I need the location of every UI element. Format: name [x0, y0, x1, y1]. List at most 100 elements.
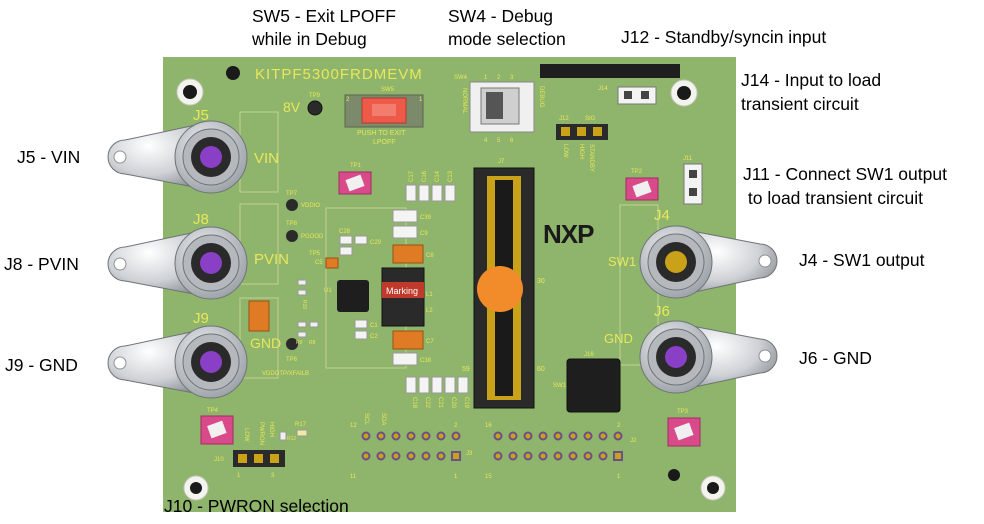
label-c17: C17	[409, 170, 415, 182]
header-j3[interactable]	[361, 431, 461, 461]
label-sw4-pin5: 5	[497, 138, 501, 144]
label-j16: J16	[584, 352, 594, 358]
annotation-sw5-line1: SW5 - Exit LPOFF	[252, 6, 396, 26]
label-c38: C38	[420, 358, 432, 364]
label-vin: VIN	[254, 150, 279, 167]
label-8v: 8V	[283, 99, 301, 115]
binding-post-j4[interactable]	[639, 225, 778, 299]
header-j12[interactable]	[556, 124, 608, 140]
testpoint-tp3[interactable]	[667, 417, 701, 447]
switch-sw5[interactable]	[344, 94, 424, 128]
label-c9: C9	[420, 231, 428, 237]
capacitor-row-bottom	[405, 376, 469, 394]
marker-dot	[477, 266, 523, 312]
label-r10: R10	[301, 300, 307, 309]
nxp-logo: NXP	[543, 219, 594, 249]
label-j2-pin1: 1	[617, 474, 621, 480]
label-c2: C2	[370, 334, 378, 340]
binding-post-j5[interactable]	[107, 120, 248, 194]
connector-strip	[540, 64, 680, 78]
label-gnd-right: GND	[604, 331, 633, 346]
label-tp3: TP3	[677, 409, 689, 415]
label-tp7: TP7	[286, 191, 298, 197]
label-j3-pin2: 2	[454, 423, 458, 429]
label-tp1: TP1	[350, 163, 362, 169]
binding-post-j8[interactable]	[107, 226, 248, 300]
capacitor-row-top	[405, 184, 456, 202]
header-j11[interactable]	[683, 163, 703, 205]
testpoint-tp8[interactable]	[286, 230, 298, 242]
label-c21: C21	[437, 397, 443, 409]
annotation-j6: J6 - GND	[799, 348, 872, 368]
label-pgood: PGOOD	[301, 234, 324, 240]
label-r9: R9	[296, 340, 303, 346]
annotation-sw5-line2: while in Debug	[252, 29, 367, 49]
testpoint-tp9[interactable]	[307, 100, 323, 116]
annotation-j11-line2: to load transient circuit	[743, 188, 923, 208]
label-sw4: SW4	[454, 75, 468, 81]
label-sig: SIG	[585, 116, 596, 122]
testpoint-tp1[interactable]	[338, 171, 372, 195]
inductor-band	[382, 282, 424, 298]
label-j10-pin1: 1	[237, 473, 241, 479]
testpoint-tp5[interactable]	[286, 338, 298, 350]
capacitor-bulk	[248, 300, 270, 332]
header-j10[interactable]	[233, 450, 285, 467]
switch-sw4[interactable]	[469, 81, 535, 133]
label-j11: J11	[683, 156, 693, 162]
label-vddotp: VDDOTP/XFAILB	[262, 371, 309, 377]
resistor-r17	[296, 429, 308, 437]
label-j12: J12	[559, 116, 569, 122]
label-scl: SCL	[363, 413, 369, 425]
label-tp5: TP5	[309, 251, 321, 257]
label-pin-60: 60	[537, 366, 545, 373]
label-sw5: SW5	[381, 87, 395, 93]
label-pin-30: 30	[537, 278, 545, 285]
label-c16: C16	[422, 170, 428, 182]
header-j14[interactable]	[617, 86, 657, 105]
label-sw4-pin2: 2	[497, 75, 501, 81]
binding-post-j9[interactable]	[107, 325, 248, 399]
label-sw4-pin6: 6	[510, 138, 514, 144]
label-j14: J14	[598, 86, 608, 92]
label-l1: L1	[426, 292, 433, 298]
resistor-r12	[279, 431, 287, 441]
annotation-j12: J12 - Standby/syncin input	[621, 27, 827, 47]
board-name: KITPF5300FRDMEVM	[255, 66, 423, 83]
label-normal: NORMAL	[461, 88, 467, 114]
label-lpoff: LPOFF	[373, 139, 396, 146]
label-j10-pin3: 3	[271, 473, 275, 479]
label-pin-12: 12	[350, 423, 357, 429]
annotation-j5: J5 - VIN	[17, 147, 81, 167]
small-parts	[297, 235, 368, 340]
label-u1: U1	[324, 288, 332, 294]
annotation-j4: J4 - SW1 output	[799, 250, 925, 270]
label-high: HIGH	[578, 144, 584, 159]
label-c20: C20	[450, 397, 456, 409]
label-low: LOW	[562, 144, 568, 158]
label-pin-16: 16	[485, 423, 492, 429]
label-tp2: TP2	[631, 169, 643, 175]
annotation-sw4-line1: SW4 - Debug	[448, 6, 554, 26]
header-j2[interactable]	[493, 431, 623, 461]
binding-post-j6[interactable]	[639, 320, 778, 394]
label-c22: C22	[424, 397, 430, 409]
mounting-holes	[176, 66, 726, 501]
label-j10-low: LOW	[243, 428, 249, 442]
label-c13: C13	[448, 170, 454, 182]
label-j3: J3	[466, 451, 473, 457]
label-j10: J10	[214, 457, 224, 463]
label-tp9: TP9	[309, 93, 321, 99]
testpoint-tp2[interactable]	[625, 177, 659, 201]
annotation-j14-line2: transient circuit	[741, 94, 859, 114]
label-j6: J6	[654, 303, 670, 320]
label-marking: Marking	[386, 286, 418, 296]
annotation-j14-line1: J14 - Input to load	[741, 70, 882, 90]
label-r8: R8	[309, 340, 316, 346]
label-sw4-pin4: 4	[484, 138, 488, 144]
testpoint-tp4[interactable]	[200, 415, 234, 445]
label-j8: J8	[193, 211, 209, 228]
testpoint-tp7[interactable]	[286, 199, 298, 211]
label-j10-high: HIGH	[268, 422, 274, 437]
